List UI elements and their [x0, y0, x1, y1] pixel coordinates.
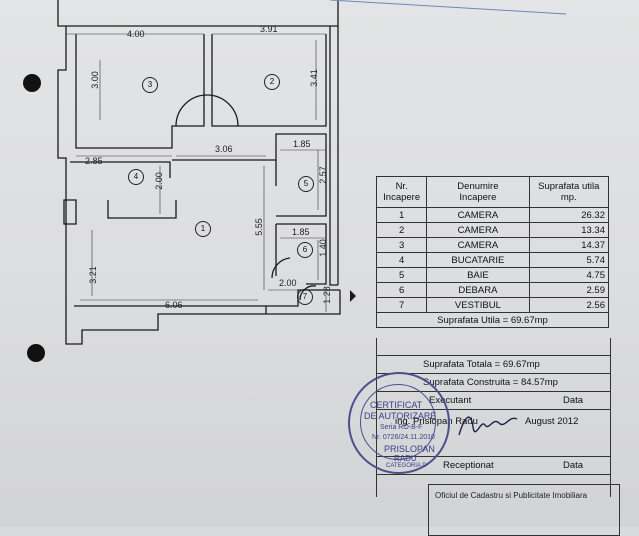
receptionat-label: Receptionat — [443, 460, 494, 471]
row-nr: 4 — [375, 252, 428, 268]
dim-hall-height: 5.55 — [253, 218, 264, 236]
row-area: 2.56 — [528, 297, 610, 313]
row-area: 26.32 — [528, 207, 610, 223]
built-row: Suprafata Construita = 84.57mp — [377, 374, 610, 392]
cadastre-stamp: Oficiul de Cadastru si Publicitate Imobi… — [428, 484, 620, 536]
signature — [458, 416, 518, 436]
executant-header-row: Executant Data — [377, 392, 610, 410]
cadastre-stamp-text: Oficiul de Cadastru si Publicitate Imobi… — [435, 491, 588, 500]
useful-total: Suprafata Utila = 69.67mp — [376, 312, 609, 328]
punch-hole — [23, 74, 41, 92]
dim-room2-width: 3.91 — [260, 24, 278, 34]
dim-storage-width: 1.85 — [292, 227, 310, 237]
dim-kitchen-height: 2.00 — [153, 172, 164, 190]
stamp-inner-ring — [360, 384, 436, 460]
dim-hall-width: 3.06 — [215, 144, 233, 154]
row-area: 14.37 — [528, 237, 610, 253]
row-area: 13.34 — [528, 222, 610, 238]
dim-storage-height: 1.40 — [317, 239, 328, 257]
useful-total-row: Suprafata Utila = 69.67mp — [376, 312, 609, 328]
built-area: Suprafata Construita = 84.57mp — [423, 377, 558, 388]
dim-bath-width: 1.85 — [293, 139, 311, 149]
header-name: Denumire Incapere — [426, 176, 530, 208]
row-area: 4.75 — [528, 267, 610, 283]
dim-room3-height: 3.00 — [89, 71, 100, 89]
row-nr: 3 — [375, 237, 428, 253]
room-number-2: 2 — [264, 74, 280, 90]
row-nr: 6 — [375, 282, 428, 298]
row-nr: 2 — [375, 222, 428, 238]
receptionat-row: Receptionat Data — [377, 457, 610, 475]
row-name: CAMERA — [426, 207, 530, 223]
stamp-line: Seria RO-B-F — [380, 424, 423, 431]
room-number-4: 4 — [128, 169, 144, 185]
room-number-3: 3 — [142, 77, 158, 93]
row-name: CAMERA — [426, 237, 530, 253]
dim-bottom-width: 6.06 — [165, 300, 183, 310]
stamp-line: RADU — [394, 454, 417, 463]
blue-ink-mark — [330, 0, 567, 15]
row-area: 5.74 — [528, 252, 610, 268]
dim-room3-width: 4.00 — [127, 29, 145, 39]
punch-hole — [27, 344, 45, 362]
row-name: VESTIBUL — [426, 297, 530, 313]
header-nr: Nr. Incapere — [375, 176, 428, 208]
stamp-line: CATEGORIA D — [386, 463, 427, 469]
room-number-6: 6 — [297, 242, 313, 258]
dim-kitchen-width: 2.85 — [85, 156, 103, 166]
row-name: DEBARA — [426, 282, 530, 298]
floor-plan — [57, 0, 356, 345]
total-row: Suprafata Totala = 69.67mp — [377, 356, 610, 374]
row-name: CAMERA — [426, 222, 530, 238]
stamp-line: PRISLOPAN — [384, 444, 435, 454]
row-area: 2.59 — [528, 282, 610, 298]
executant-label: Executant — [429, 395, 472, 406]
dim-vestibule-width: 2.00 — [279, 278, 297, 288]
total-area: Suprafata Totala = 69.67mp — [423, 359, 540, 370]
blank-row — [377, 338, 610, 356]
row-nr: 7 — [375, 297, 428, 313]
dim-bath-height: 2.57 — [317, 166, 328, 184]
row-name: BUCATARIE — [426, 252, 530, 268]
executant-date: August 2012 — [525, 416, 579, 427]
dim-room2-height: 3.41 — [308, 69, 319, 87]
row-nr: 1 — [375, 207, 428, 223]
stamp-line: DE AUTORIZARE — [364, 411, 437, 421]
date-label-2: Data — [563, 460, 584, 471]
stamp-line: Nr. 0726/24.11.2010 — [372, 434, 435, 441]
room-number-5: 5 — [298, 176, 314, 192]
authorization-stamp: CERTIFICAT DE AUTORIZARE Seria RO-B-F Nr… — [348, 372, 450, 474]
row-nr: 5 — [375, 267, 428, 283]
header-area: Suprafata utila mp. — [528, 176, 610, 208]
dim-living-height: 3.21 — [87, 266, 98, 284]
room-schedule-table: Nr. Incapere Denumire Incapere Suprafata… — [375, 176, 610, 328]
dim-vestibule-height: 1.28 — [321, 286, 332, 304]
stamp-line: CERTIFICAT — [370, 400, 423, 410]
table-header-row: Nr. Incapere Denumire Incapere Suprafata… — [375, 176, 610, 208]
date-label: Data — [563, 395, 584, 406]
row-name: BAIE — [426, 267, 530, 283]
room-number-1: 1 — [195, 221, 211, 237]
room-number-7: 7 — [297, 289, 313, 305]
